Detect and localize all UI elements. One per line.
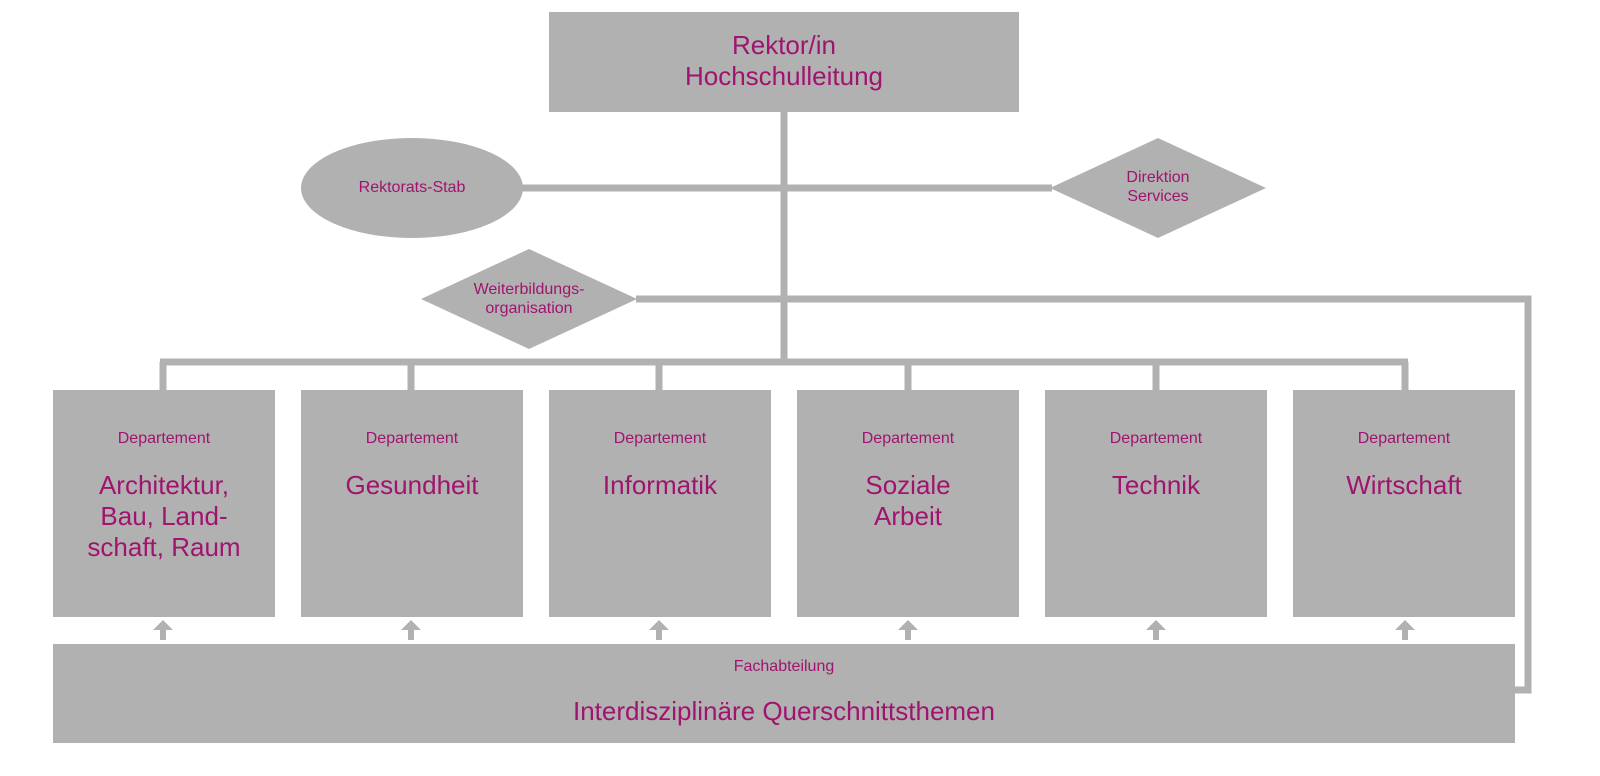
department-name-line: schaft, Raum [87, 532, 241, 562]
department-name-line: Informatik [602, 470, 718, 500]
department-name-line: Bau, Land- [100, 501, 228, 531]
arrow-up-icons [153, 620, 1415, 640]
department-label: Departement [365, 430, 459, 447]
arrow-up-icon [898, 620, 918, 640]
department-name: Technik [1045, 470, 1267, 501]
arrow-up-icon [1146, 620, 1166, 640]
department-name: Gesundheit [301, 470, 523, 501]
arrow-up-icon [153, 620, 173, 640]
department-label: Departement [861, 430, 955, 447]
training-line2: organisation [485, 300, 573, 318]
department-name-line: Technik [1111, 470, 1201, 500]
department-name-line: Soziale [865, 470, 951, 500]
department-label: Departement [1109, 430, 1203, 447]
fachabteilung-title: Interdisziplinäre Querschnittsthemen [573, 696, 995, 726]
weiterbildung-label: Weiterbildungs- organisation [421, 280, 637, 318]
training-line [636, 295, 1532, 694]
department-name-line: Arbeit [874, 501, 942, 531]
rektor-title: Rektor/in [731, 30, 837, 60]
department-label: Departement [613, 430, 707, 447]
department-label: Departement [117, 430, 211, 447]
services-line1: Direktion [1126, 169, 1190, 186]
rektorats-stab-ellipse [301, 138, 523, 238]
arrow-up-icon [401, 620, 421, 640]
arrow-up-icon [649, 620, 669, 640]
rektor-label: Rektor/in Hochschulleitung [549, 30, 1019, 92]
services-line2: Services [1127, 188, 1189, 206]
department-name-line: Gesundheit [345, 470, 479, 500]
department-name: Wirtschaft [1293, 470, 1515, 501]
department-name: Architektur,Bau, Land-schaft, Raum [53, 470, 275, 563]
rektor-subtitle: Hochschulleitung [684, 61, 883, 91]
direktion-services-diamond [1050, 138, 1266, 238]
fachabteilung-label: Fachabteilung [733, 658, 835, 675]
department-name: Informatik [549, 470, 771, 501]
department-name-line: Architektur, [98, 470, 230, 500]
fachabteilung-box [53, 644, 1515, 743]
weiterbildung-diamond [421, 249, 637, 349]
rektorats-stab-label: Rektorats-Stab [358, 179, 466, 196]
direktion-services-label: Direktion Services [1050, 168, 1266, 206]
training-line1: Weiterbildungs- [473, 281, 585, 298]
department-label: Departement [1357, 430, 1451, 447]
department-name-line: Wirtschaft [1346, 470, 1462, 500]
rektor-box [549, 12, 1019, 112]
arrow-up-icon [1395, 620, 1415, 640]
